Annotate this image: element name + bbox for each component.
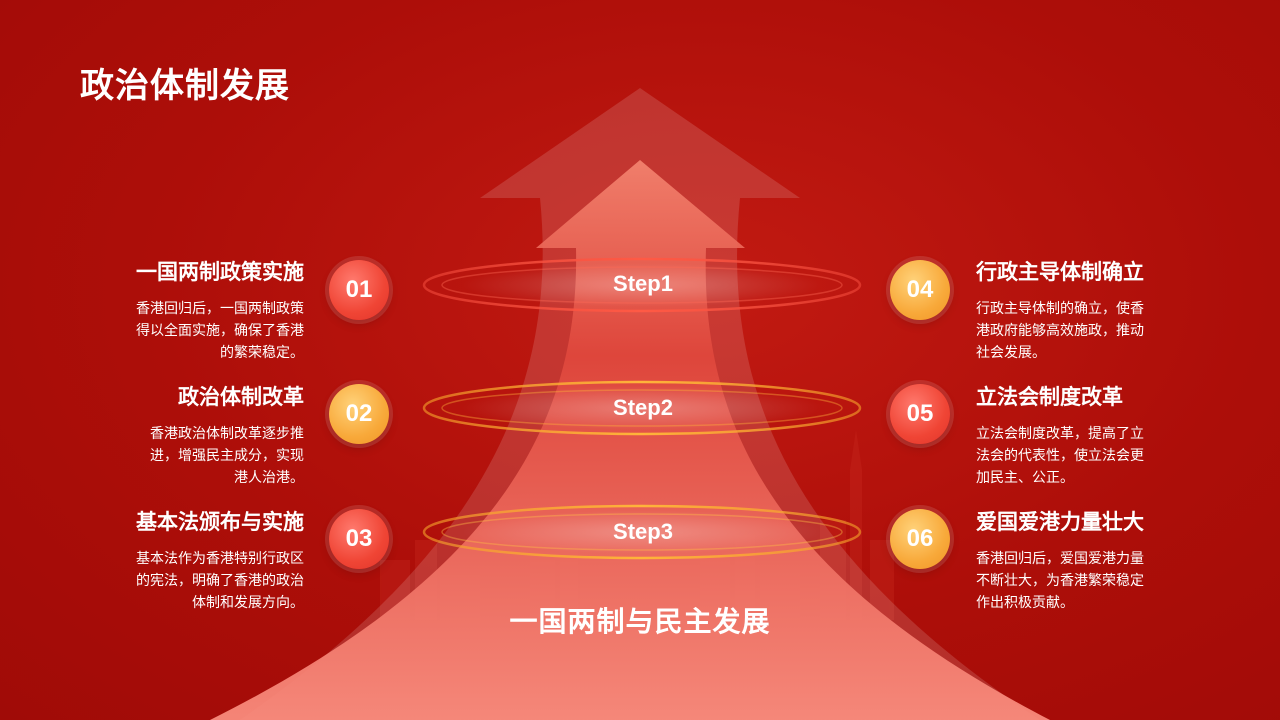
milestone-heading: 行政主导体制确立 [976,260,1144,284]
milestone-description: 香港回归后，一国两制政策 得以全面实施，确保了香港 的繁荣稳定。 [136,301,304,361]
milestone-description: 香港回归后，爱国爱港力量 不断壮大，为香港繁荣稳定 作出积极贡献。 [976,551,1144,611]
milestone-heading: 政治体制改革 [178,385,304,409]
milestone-description: 香港政治体制改革逐步推 进，增强民主成分，实现 港人治港。 [150,426,304,486]
milestone-item-03: 基本法颁布与实施 基本法作为香港特别行政区 的宪法，明确了香港的政治 体制和发展… [108,506,304,614]
milestone-item-04: 行政主导体制确立 行政主导体制的确立，使香 港政府能够高效施政，推动 社会发展。 [976,256,1172,364]
step2-label: Step2 [613,395,673,420]
milestone-item-01: 一国两制政策实施 香港回归后，一国两制政策 得以全面实施，确保了香港 的繁荣稳定… [108,256,304,364]
milestone-description: 立法会制度改革，提高了立 法会的代表性，使立法会更 加民主、公正。 [976,426,1144,486]
milestone-description: 行政主导体制的确立，使香 港政府能够高效施政，推动 社会发展。 [976,301,1144,361]
slide-title: 政治体制发展 [80,66,290,106]
milestone-item-05: 立法会制度改革 立法会制度改革，提高了立 法会的代表性，使立法会更 加民主、公正… [976,381,1172,489]
step-number-badge-04: 04 [890,260,950,320]
step-number-badge-06: 06 [890,509,950,569]
step3-ring [422,504,862,560]
step-number-badge-05: 05 [890,384,950,444]
step1-label: Step1 [613,271,673,296]
front-arrow-shape [210,160,1050,720]
milestone-heading: 立法会制度改革 [976,385,1123,409]
step-number-badge-02: 02 [329,384,389,444]
center-caption: 一国两制与民主发展 [509,605,771,638]
milestone-item-06: 爱国爱港力量壮大 香港回归后，爱国爱港力量 不断壮大，为香港繁荣稳定 作出积极贡… [976,506,1172,614]
step2-ring [422,380,862,436]
milestone-description: 基本法作为香港特别行政区 的宪法，明确了香港的政治 体制和发展方向。 [136,551,304,611]
milestone-heading: 一国两制政策实施 [136,260,304,284]
step3-label: Step3 [613,519,673,544]
step1-ring [422,257,862,313]
milestone-heading: 爱国爱港力量壮大 [976,510,1144,534]
milestone-heading: 基本法颁布与实施 [136,510,304,534]
step-number-badge-01: 01 [329,260,389,320]
milestone-item-02: 政治体制改革 香港政治体制改革逐步推 进，增强民主成分，实现 港人治港。 [108,381,304,489]
step-number-badge-03: 03 [329,509,389,569]
